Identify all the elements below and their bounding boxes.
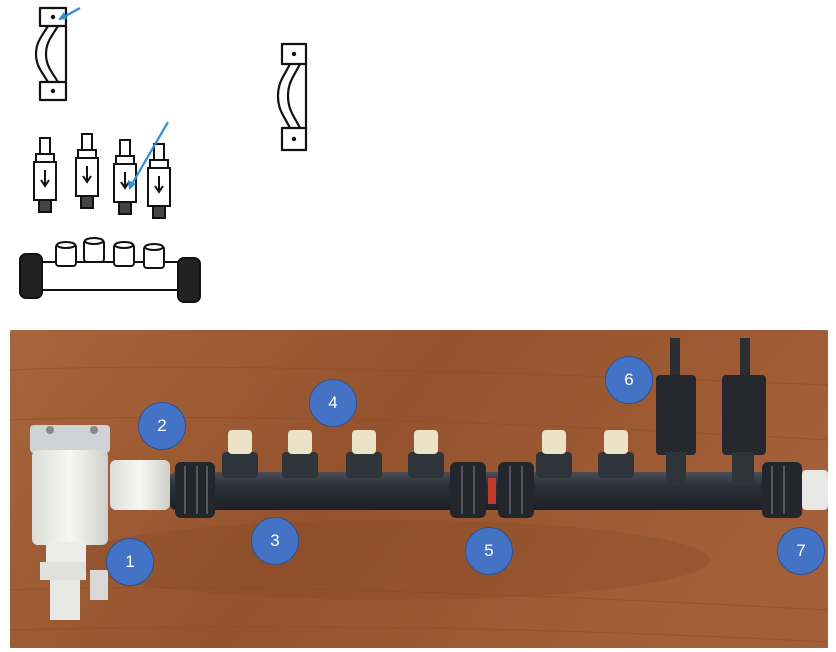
inlet-fitting [30,425,170,620]
callout-1: 1 [106,538,154,586]
callout-7: 7 [777,527,825,575]
outlet-ports [222,430,634,478]
mounting-clip-drawing-left [34,6,81,102]
callout-2: 2 [138,402,186,450]
callout-4: 4 [309,379,357,427]
manifold-photo [10,330,828,648]
mounting-clip-drawing-right [276,42,308,152]
callout-6: 6 [605,356,653,404]
installed-check-valves [656,338,766,482]
pointer-arrow-icon [128,121,169,190]
manifold-drawing [19,237,201,303]
pointer-arrow-icon [58,7,81,20]
center-union [450,462,534,518]
check-valves-drawing [33,121,171,219]
callout-3: 3 [251,517,299,565]
callout-5: 5 [465,527,513,575]
